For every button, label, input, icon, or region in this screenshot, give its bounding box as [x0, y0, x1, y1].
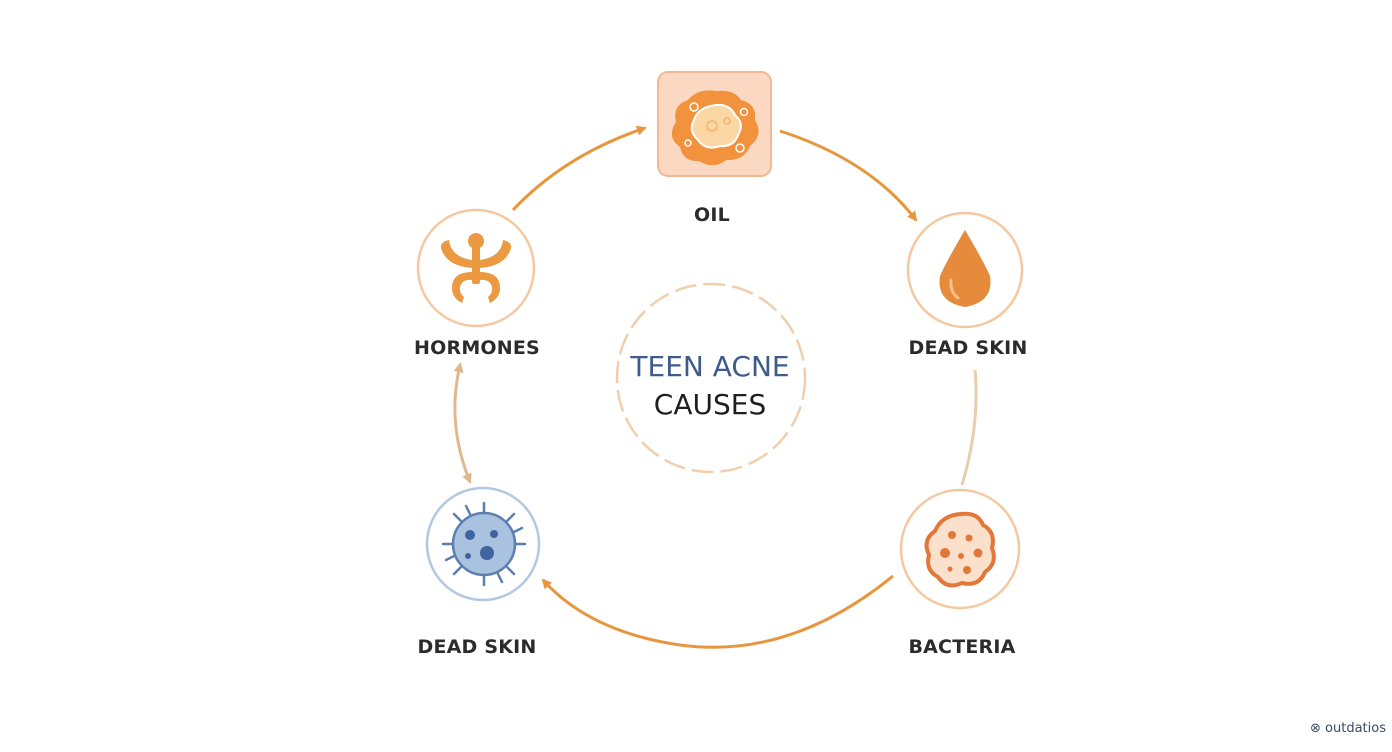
arrow-hormones-dead-skin-two-way — [453, 362, 472, 484]
label-dead-skin-bottom: DEAD SKIN — [417, 636, 537, 658]
node-bacteria — [899, 488, 1021, 610]
hormone-symbol-icon — [440, 233, 512, 303]
watermark-logo-icon: ⊗ — [1310, 721, 1321, 736]
watermark-text: outdatios — [1325, 721, 1386, 736]
node-dead-skin-top — [906, 211, 1024, 329]
center-dashed-circle — [615, 282, 807, 474]
label-bacteria: BACTERIA — [908, 636, 1016, 658]
watermark: ⊗ outdatios — [1310, 721, 1386, 736]
connector-dead-skin-to-bacteria — [960, 369, 978, 486]
node-dead-skin-bottom — [425, 486, 541, 602]
label-oil: OIL — [694, 204, 730, 226]
arrow-bacteria-to-dead-skin — [541, 574, 894, 649]
node-oil — [657, 71, 772, 177]
arrow-hormones-to-oil — [511, 125, 647, 212]
arrow-oil-to-dead-skin — [779, 129, 918, 222]
droplet-icon — [939, 230, 991, 307]
label-hormones: HORMONES — [414, 337, 540, 359]
node-hormones — [416, 208, 536, 328]
oil-blob-icon — [671, 90, 759, 166]
label-dead-skin-top: DEAD SKIN — [908, 337, 1028, 359]
bacteria-cell-icon — [924, 511, 996, 588]
center-title-line-1: TEEN ACNE — [630, 350, 790, 383]
virus-cell-icon — [441, 501, 527, 587]
center-title-line-2: CAUSES — [653, 388, 767, 421]
